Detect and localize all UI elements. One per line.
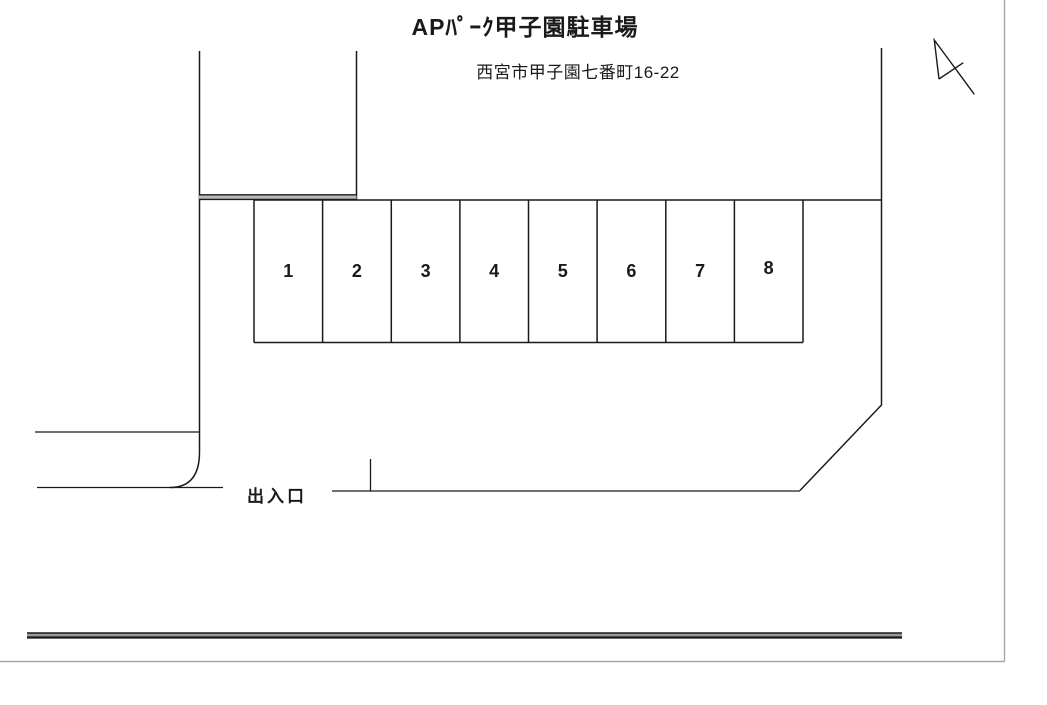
space-number: 8: [763, 257, 774, 278]
wall-band-fill: [199, 194, 357, 200]
space-number: 7: [695, 260, 706, 281]
entrance-label: 出入口: [247, 487, 307, 506]
page-frame: [0, 0, 1006, 663]
space-number: 6: [626, 260, 637, 281]
north-arrow-icon: [933, 37, 975, 95]
parking-space-1: 1: [254, 200, 323, 342]
parking-space-5: 5: [529, 200, 598, 342]
parking-space-4: 4: [460, 200, 529, 342]
parking-space-2: 2: [323, 200, 392, 342]
parking-space-7: 7: [666, 200, 735, 342]
parking-space-8: 8: [734, 200, 803, 342]
space-number: 1: [283, 260, 294, 281]
boundary-right: [799, 48, 883, 492]
space-number: 2: [351, 260, 362, 281]
parking-space-3: 3: [391, 200, 460, 342]
space-number: 5: [557, 260, 568, 281]
parking-space-dividers: [253, 200, 804, 343]
space-number: 3: [420, 260, 431, 281]
bottom-band-fill: [27, 633, 902, 638]
space-number: 4: [489, 260, 500, 281]
page-title: APﾊﾟｰｸ甲子園駐車場: [411, 14, 639, 40]
road-edge-left: [169, 51, 201, 489]
parking-space-6: 6: [597, 200, 666, 342]
address-text: 西宮市甲子園七番町16-22: [476, 63, 680, 82]
